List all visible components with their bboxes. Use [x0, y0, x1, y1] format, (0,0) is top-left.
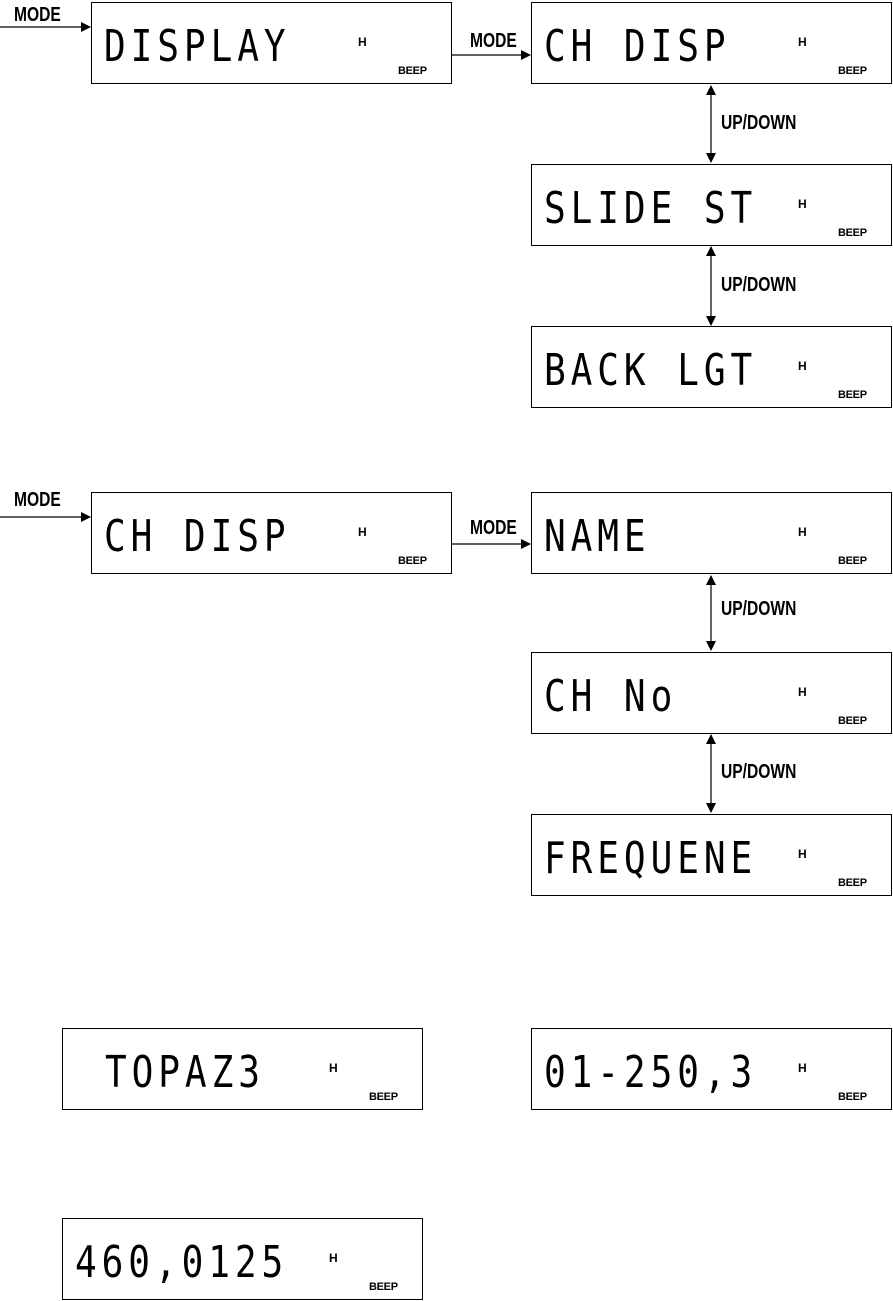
h-indicator: H	[358, 36, 367, 48]
lcd-slide-st: SLIDE ST H BEEP	[531, 164, 892, 246]
beep-indicator: BEEP	[838, 390, 867, 401]
lcd-ch-no: CH No H BEEP	[531, 652, 892, 734]
h-indicator: H	[329, 1252, 338, 1264]
lcd-frequene: FREQUENE H BEEP	[531, 814, 892, 896]
beep-indicator: BEEP	[838, 1092, 867, 1103]
h-indicator: H	[798, 1062, 807, 1074]
beep-indicator: BEEP	[838, 878, 867, 889]
beep-indicator: BEEP	[838, 716, 867, 727]
beep-indicator: BEEP	[369, 1282, 398, 1293]
lcd-back-lgt: BACK LGT H BEEP	[531, 326, 892, 408]
h-indicator: H	[798, 686, 807, 698]
h-indicator: H	[798, 198, 807, 210]
mode-label-in-1: MODE	[14, 4, 61, 26]
lcd-text: CH DISP	[104, 515, 290, 559]
beep-indicator: BEEP	[838, 66, 867, 77]
h-indicator: H	[798, 36, 807, 48]
lcd-topaz3: TOPAZ3 H BEEP	[62, 1028, 423, 1110]
beep-indicator: BEEP	[369, 1092, 398, 1103]
lcd-frequency-example: 460,0125 H BEEP	[62, 1218, 423, 1300]
lcd-text: CH No	[544, 675, 677, 719]
lcd-text: CH DISP	[544, 25, 730, 69]
lcd-ch-disp-2: CH DISP H BEEP	[91, 492, 452, 574]
mode-label-in-2: MODE	[14, 489, 61, 511]
mode-label-2: MODE	[470, 517, 517, 539]
lcd-text: SLIDE ST	[544, 187, 757, 231]
h-indicator: H	[798, 526, 807, 538]
h-indicator: H	[798, 848, 807, 860]
lcd-text: TOPAZ3	[105, 1051, 265, 1095]
lcd-ch-disp-1: CH DISP H BEEP	[531, 2, 892, 84]
lcd-text: 460,0125	[75, 1241, 288, 1285]
lcd-display: DISPLAY H BEEP	[91, 2, 452, 84]
lcd-text: BACK LGT	[544, 349, 757, 393]
updown-label-4: UP/DOWN	[721, 761, 796, 783]
lcd-channel-example: 01-250,3 H BEEP	[531, 1028, 892, 1110]
h-indicator: H	[798, 360, 807, 372]
lcd-text: DISPLAY	[104, 25, 290, 69]
beep-indicator: BEEP	[398, 66, 427, 77]
updown-label-2: UP/DOWN	[721, 274, 796, 296]
h-indicator: H	[358, 526, 367, 538]
updown-label-1: UP/DOWN	[721, 112, 796, 134]
beep-indicator: BEEP	[838, 228, 867, 239]
h-indicator: H	[329, 1062, 338, 1074]
lcd-name: NAME H BEEP	[531, 492, 892, 574]
lcd-text: FREQUENE	[544, 837, 757, 881]
lcd-text: 01-250,3	[544, 1051, 757, 1095]
mode-label-1: MODE	[470, 30, 517, 52]
updown-label-3: UP/DOWN	[721, 598, 796, 620]
lcd-text: NAME	[544, 515, 651, 559]
beep-indicator: BEEP	[398, 556, 427, 567]
beep-indicator: BEEP	[838, 556, 867, 567]
